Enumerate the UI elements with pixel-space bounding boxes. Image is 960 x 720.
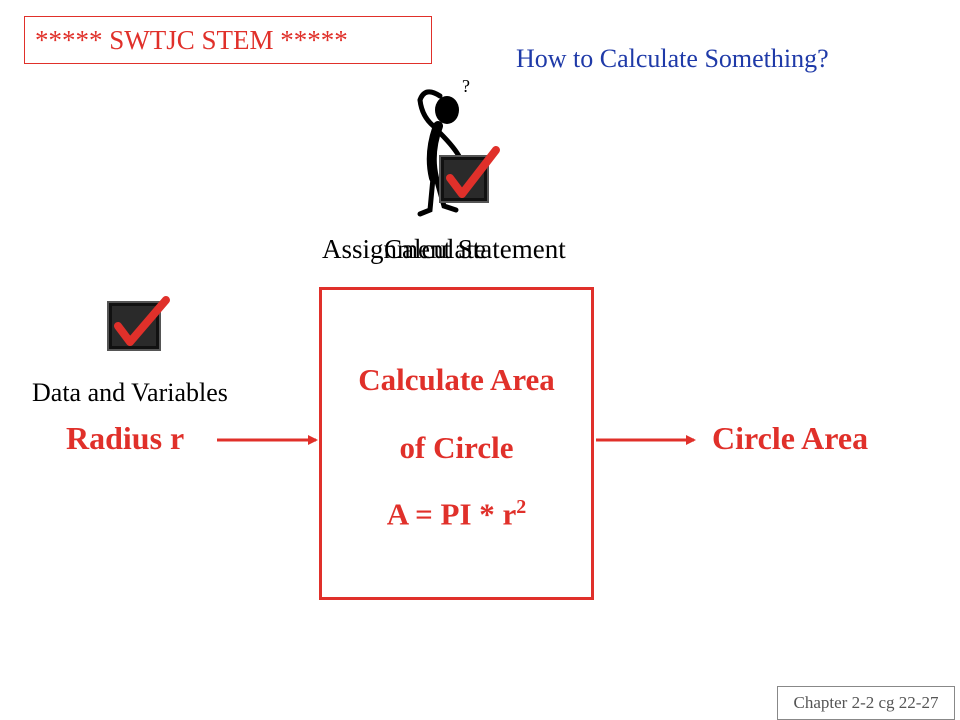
question-mark-icon: ?: [462, 78, 470, 96]
process-box: Calculate Area of Circle A = PI * r2: [319, 287, 594, 600]
header-tag: ***** SWTJC STEM *****: [24, 16, 432, 64]
process-line-2: of Circle: [399, 430, 514, 465]
input-label: Radius r: [66, 420, 185, 456]
slide-title: How to Calculate Something?: [516, 44, 829, 73]
formula-text: A = PI * r: [386, 496, 517, 532]
formula-exponent: 2: [516, 496, 527, 518]
thinking-person-icon: ?: [417, 78, 500, 217]
assignment-statement-label: Assignment Statement: [322, 234, 566, 264]
output-label: Circle Area: [712, 420, 869, 456]
process-formula: A = PI * r2: [322, 496, 591, 532]
calculate-label: Calculate: [384, 234, 486, 264]
footer-reference: Chapter 2-2 cg 22-27: [777, 686, 955, 720]
data-and-variables-label: Data and Variables: [32, 378, 228, 407]
process-line-1: Calculate Area: [358, 362, 555, 397]
checkmark-icon: [107, 296, 170, 351]
